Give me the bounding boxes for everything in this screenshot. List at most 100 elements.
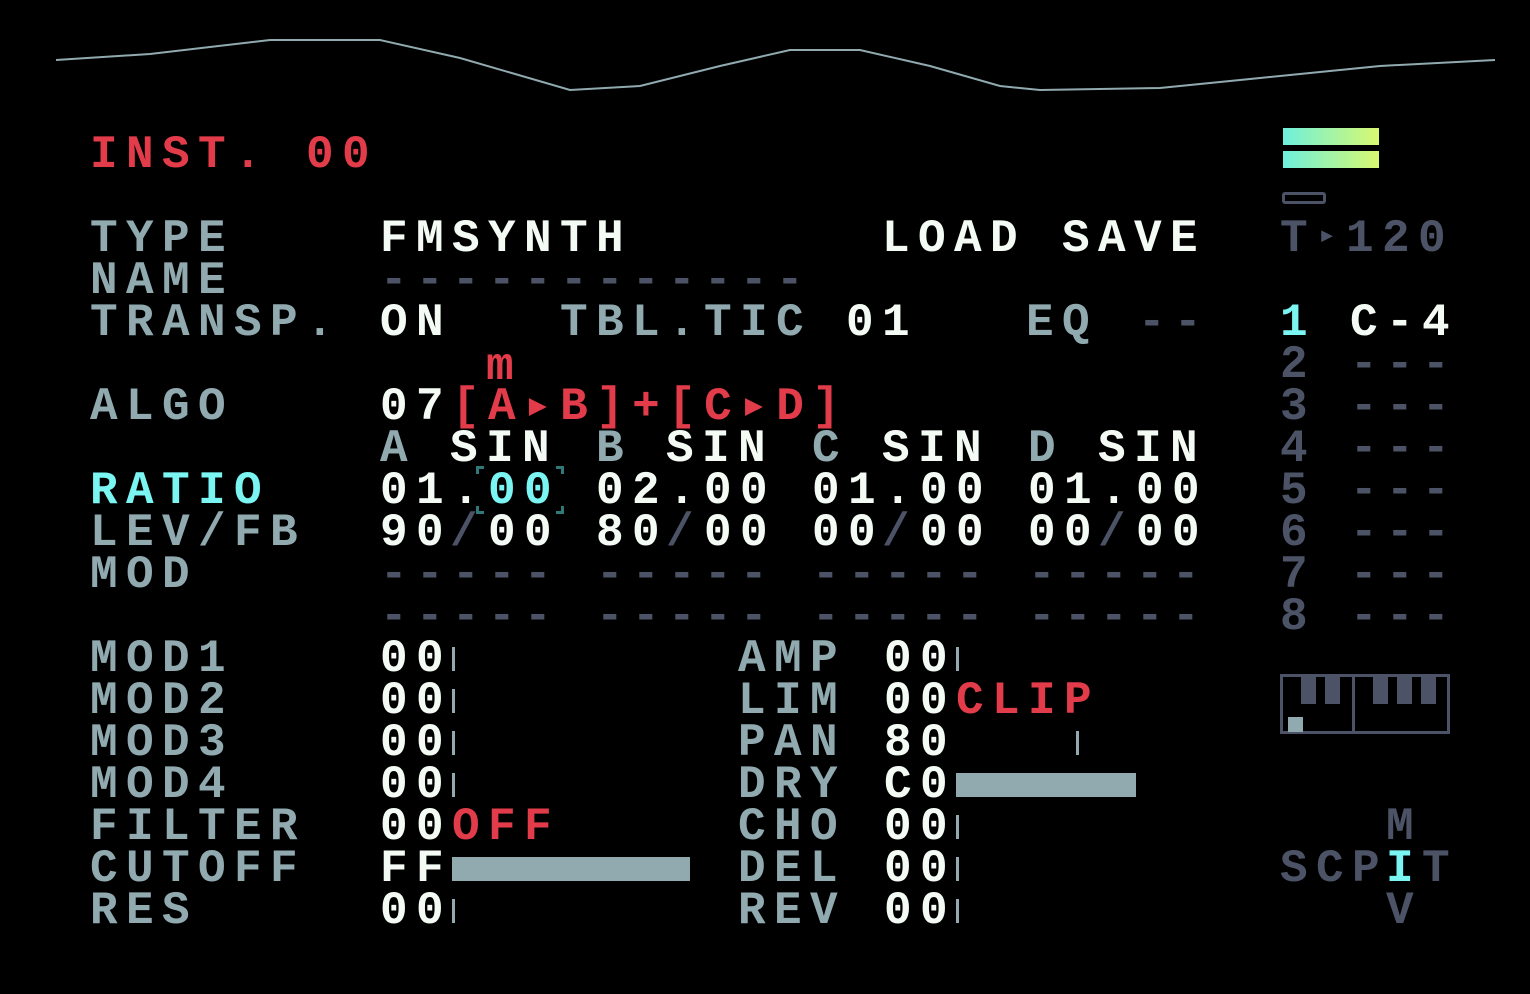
- track-number[interactable]: 1: [1280, 297, 1317, 349]
- param-value[interactable]: 00: [380, 885, 453, 937]
- param-value[interactable]: 00: [380, 633, 453, 685]
- tbltic-value[interactable]: 01: [846, 297, 919, 349]
- param-label: MOD2: [90, 675, 235, 727]
- param-label: CUTOFF: [90, 843, 307, 895]
- operator-feedback[interactable]: 00: [920, 507, 993, 559]
- save-button[interactable]: SAVE: [1062, 213, 1207, 265]
- operator-ratio-frac[interactable]: 00: [488, 465, 561, 517]
- track-number[interactable]: 3: [1280, 381, 1317, 433]
- transp-value[interactable]: ON: [380, 297, 453, 349]
- operator-mod-b[interactable]: -----: [596, 591, 777, 643]
- track-number[interactable]: 8: [1280, 591, 1317, 643]
- nav-mixer[interactable]: M: [1386, 801, 1423, 853]
- operator-mod-a[interactable]: -----: [812, 549, 993, 601]
- type-value[interactable]: FMSYNTH: [380, 213, 633, 265]
- eq-value[interactable]: --: [1138, 297, 1211, 349]
- operator-wave[interactable]: SIN: [1098, 423, 1207, 475]
- track-note: ---: [1350, 465, 1459, 517]
- param-value[interactable]: 00: [884, 675, 957, 727]
- tbltic-label: TBL.TIC: [560, 297, 813, 349]
- param-value[interactable]: 00: [380, 675, 453, 727]
- nav-song-chain-phrase[interactable]: SCP: [1280, 843, 1389, 895]
- tempo-arrow-icon: ▸: [1318, 220, 1345, 254]
- operator-mod-b[interactable]: -----: [1028, 591, 1209, 643]
- operator-ratio-frac[interactable]: 00: [704, 465, 777, 517]
- operator-level[interactable]: 00: [1028, 507, 1101, 559]
- param-value[interactable]: 00: [884, 885, 957, 937]
- transp-label: TRANSP.: [90, 297, 343, 349]
- nav-view[interactable]: V: [1386, 885, 1423, 937]
- track-note: ---: [1350, 549, 1459, 601]
- levfb-label: LEV/FB: [90, 507, 307, 559]
- operator-level[interactable]: 00: [812, 507, 885, 559]
- operator-ratio-int[interactable]: 01.: [812, 465, 921, 517]
- operator-mod-a[interactable]: -----: [1028, 549, 1209, 601]
- track-number[interactable]: 5: [1280, 465, 1317, 517]
- param-value[interactable]: 00: [884, 801, 957, 853]
- operator-level[interactable]: 90: [380, 507, 453, 559]
- eq-label: EQ: [1026, 297, 1099, 349]
- track-note: ---: [1350, 591, 1459, 643]
- slash-separator: /: [1098, 507, 1135, 559]
- operator-feedback[interactable]: 00: [1136, 507, 1209, 559]
- track-number[interactable]: 6: [1280, 507, 1317, 559]
- operator-ratio-int[interactable]: 02.: [596, 465, 705, 517]
- param-value[interactable]: 80: [884, 717, 957, 769]
- pan-position-tick: [1076, 731, 1079, 755]
- keyboard-icon: [1280, 674, 1450, 734]
- param-label: FILTER: [90, 801, 307, 853]
- operator-feedback[interactable]: 00: [488, 507, 561, 559]
- param-level-tick: [452, 773, 455, 797]
- param-label: MOD3: [90, 717, 235, 769]
- track-number[interactable]: 2: [1280, 339, 1317, 391]
- param-level-tick: [956, 899, 959, 923]
- operator-wave[interactable]: SIN: [882, 423, 991, 475]
- track-note: C-4: [1350, 297, 1459, 349]
- param-value[interactable]: 00: [380, 801, 453, 853]
- param-value[interactable]: C0: [884, 759, 957, 811]
- instrument-number[interactable]: 00: [306, 129, 379, 181]
- operator-ratio-int[interactable]: 01.: [1028, 465, 1137, 517]
- operator-mod-a[interactable]: -----: [596, 549, 777, 601]
- track-number[interactable]: 4: [1280, 423, 1317, 475]
- name-value[interactable]: ------------: [380, 255, 813, 307]
- operator-name: C: [812, 423, 849, 475]
- track-number[interactable]: 7: [1280, 549, 1317, 601]
- operator-ratio-int[interactable]: 01.: [380, 465, 489, 517]
- track-note: ---: [1350, 339, 1459, 391]
- param-label: AMP: [738, 633, 847, 685]
- param-value[interactable]: 00: [380, 717, 453, 769]
- operator-name: B: [596, 423, 633, 475]
- tempo-label: T: [1280, 213, 1317, 265]
- operator-wave[interactable]: SIN: [450, 423, 559, 475]
- operator-mod-b[interactable]: -----: [812, 591, 993, 643]
- operator-wave[interactable]: SIN: [666, 423, 775, 475]
- nav-instrument[interactable]: I: [1386, 843, 1423, 895]
- operator-mod-a[interactable]: -----: [380, 549, 561, 601]
- param-level-tick: [452, 899, 455, 923]
- param-value[interactable]: FF: [380, 843, 453, 895]
- param-level-tick: [956, 647, 959, 671]
- operator-ratio-frac[interactable]: 00: [1136, 465, 1209, 517]
- operator-mod-b[interactable]: -----: [380, 591, 561, 643]
- slash-separator: /: [882, 507, 919, 559]
- operator-level[interactable]: 80: [596, 507, 669, 559]
- type-label: TYPE: [90, 213, 235, 265]
- load-button[interactable]: LOAD: [882, 213, 1027, 265]
- operator-name: A: [380, 423, 417, 475]
- param-value[interactable]: 00: [380, 759, 453, 811]
- param-status: OFF: [452, 801, 561, 853]
- param-level-tick: [452, 689, 455, 713]
- param-value[interactable]: 00: [884, 843, 957, 895]
- algo-number[interactable]: 07: [380, 381, 453, 433]
- param-label: MOD1: [90, 633, 235, 685]
- operator-feedback[interactable]: 00: [704, 507, 777, 559]
- operator-ratio-frac[interactable]: 00: [920, 465, 993, 517]
- param-value[interactable]: 00: [884, 633, 957, 685]
- name-label: NAME: [90, 255, 235, 307]
- nav-table[interactable]: T: [1422, 843, 1459, 895]
- battery-icon: [1282, 192, 1326, 204]
- param-label: MOD4: [90, 759, 235, 811]
- tempo-value[interactable]: 120: [1346, 213, 1455, 265]
- param-label: REV: [738, 885, 847, 937]
